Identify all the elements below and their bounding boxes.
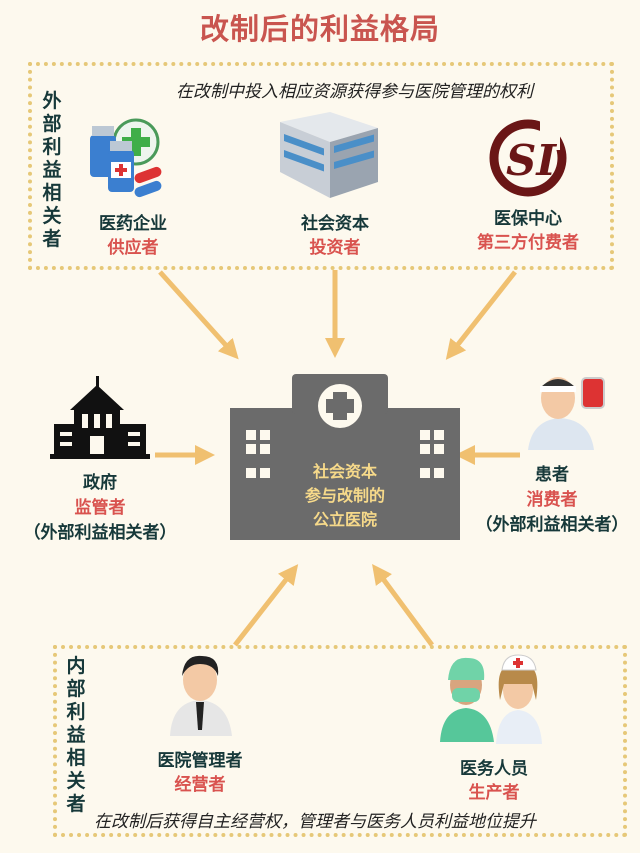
external-note: 在改制中投入相应资源获得参与医院管理的权利 [176,82,533,102]
hospital-line-2: 参与改制的 [304,486,385,505]
arrow-pharma [158,270,239,360]
patient-name: 患者 [535,465,569,485]
internal-note: 在改制后获得自主经营权，管理者与医务人员利益地位提升 [94,812,536,832]
pharma-role: 供应者 [107,238,159,258]
manager-name: 医院管理者 [157,751,243,771]
internal-stakeholders-box [53,645,627,837]
hospital-label: 社会资本 参与改制的 公立医院 [230,460,460,532]
svg-text:SI: SI [506,136,557,185]
staff-role: 生产者 [468,783,520,803]
arrows [155,270,520,647]
patient-note: （外部利益相关者） [475,515,629,535]
arrow-insurance [445,270,517,360]
government-icon [50,376,150,459]
government-role: 监管者 [74,498,126,518]
patient-icon [528,377,605,450]
pharma-name: 医药企业 [99,214,167,234]
hospital-line-1: 社会资本 [312,462,377,481]
capital-name: 社会资本 [301,214,369,234]
patient-role: 消费者 [526,490,578,510]
medicine-icon [90,118,162,198]
manager-role: 经营者 [174,775,226,795]
building-icon [280,112,378,198]
insurance-role: 第三方付费者 [477,233,579,253]
government-name: 政府 [83,473,117,493]
external-stakeholders-label: 外部利益相关者 [42,90,62,250]
hospital-icon [230,374,460,540]
insurance-name: 医保中心 [494,209,562,229]
medical-staff-icon [440,654,542,744]
page-title: 改制后的利益格局 [199,12,440,46]
government-note: （外部利益相关者） [23,523,177,543]
staff-name: 医务人员 [460,759,528,779]
manager-icon [170,655,232,736]
internal-stakeholders-label: 内部利益相关者 [66,655,86,815]
arrow-staff [372,563,435,647]
si-logo: SI [489,119,567,197]
arrow-manager [233,564,299,647]
external-stakeholders-box [28,62,614,270]
capital-role: 投资者 [309,238,361,258]
hospital-line-3: 公立医院 [312,510,377,529]
